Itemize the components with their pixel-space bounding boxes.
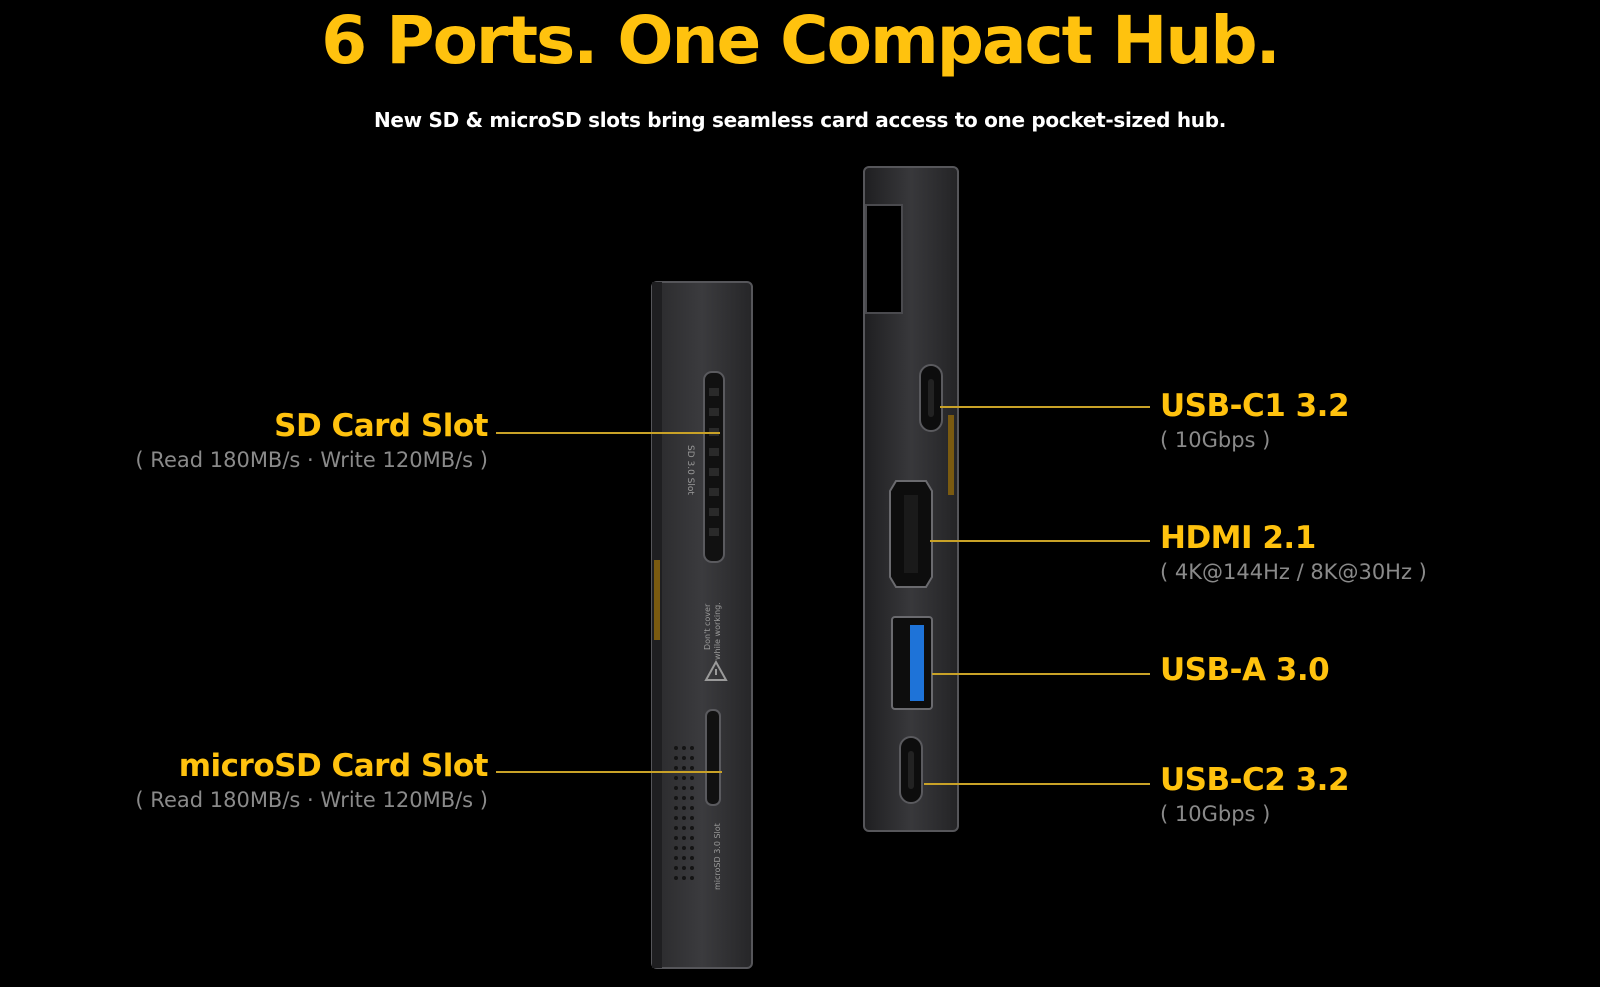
hub-right-side-image [863,166,959,832]
microsd-slot-print: microSD 3.0 Slot [713,823,722,890]
callout-sd-card-slot: SD Card Slot ( Read 180MB/s · Write 120M… [135,408,488,472]
leader-line-usb-c2 [924,783,1150,785]
callout-usb-c1: USB-C1 3.2 ( 10Gbps ) [1160,388,1350,452]
hdmi-port [889,480,933,588]
sd-card-slot [703,371,725,563]
page-headline: 6 Ports. One Compact Hub. [321,2,1280,79]
callout-title: SD Card Slot [274,408,488,444]
callout-title: USB-A 3.0 [1160,652,1330,688]
sd-slot-print: SD 3.0 Slot [685,445,695,495]
warning-print-line1: Don't cover [703,603,712,650]
callout-title: microSD Card Slot [178,748,489,784]
leader-line-usb-c1 [940,406,1150,408]
callout-spec: ( Read 180MB/s · Write 120MB/s ) [135,448,488,472]
microsd-card-slot [705,709,721,806]
callout-spec: ( 10Gbps ) [1160,428,1271,452]
leader-line-sd [496,432,720,434]
page-subheadline: New SD & microSD slots bring seamless ca… [373,108,1227,132]
callout-microsd-card-slot: microSD Card Slot ( Read 180MB/s · Write… [135,748,488,812]
callout-title: USB-C1 3.2 [1160,388,1350,424]
callout-title: HDMI 2.1 [1160,520,1316,556]
callout-spec: ( Read 180MB/s · Write 120MB/s ) [135,788,488,812]
hub-left-side-image: SD 3.0 Slot Don't cover while working. m… [651,281,753,969]
leader-line-microsd [496,771,722,773]
callout-usb-c2: USB-C2 3.2 ( 10Gbps ) [1160,762,1350,826]
usb-a-port [891,616,933,710]
leader-line-hdmi [930,540,1150,542]
warning-print-line2: while working. [713,602,722,660]
callout-hdmi: HDMI 2.1 ( 4K@144Hz / 8K@30Hz ) [1160,520,1427,584]
callout-usb-a: USB-A 3.0 [1160,652,1330,688]
callout-spec: ( 10Gbps ) [1160,802,1271,826]
vent-grille [674,746,694,880]
callout-title: USB-C2 3.2 [1160,762,1350,798]
warning-triangle-icon [704,659,728,681]
callout-spec: ( 4K@144Hz / 8K@30Hz ) [1160,560,1427,584]
leader-line-usb-a [932,673,1150,675]
